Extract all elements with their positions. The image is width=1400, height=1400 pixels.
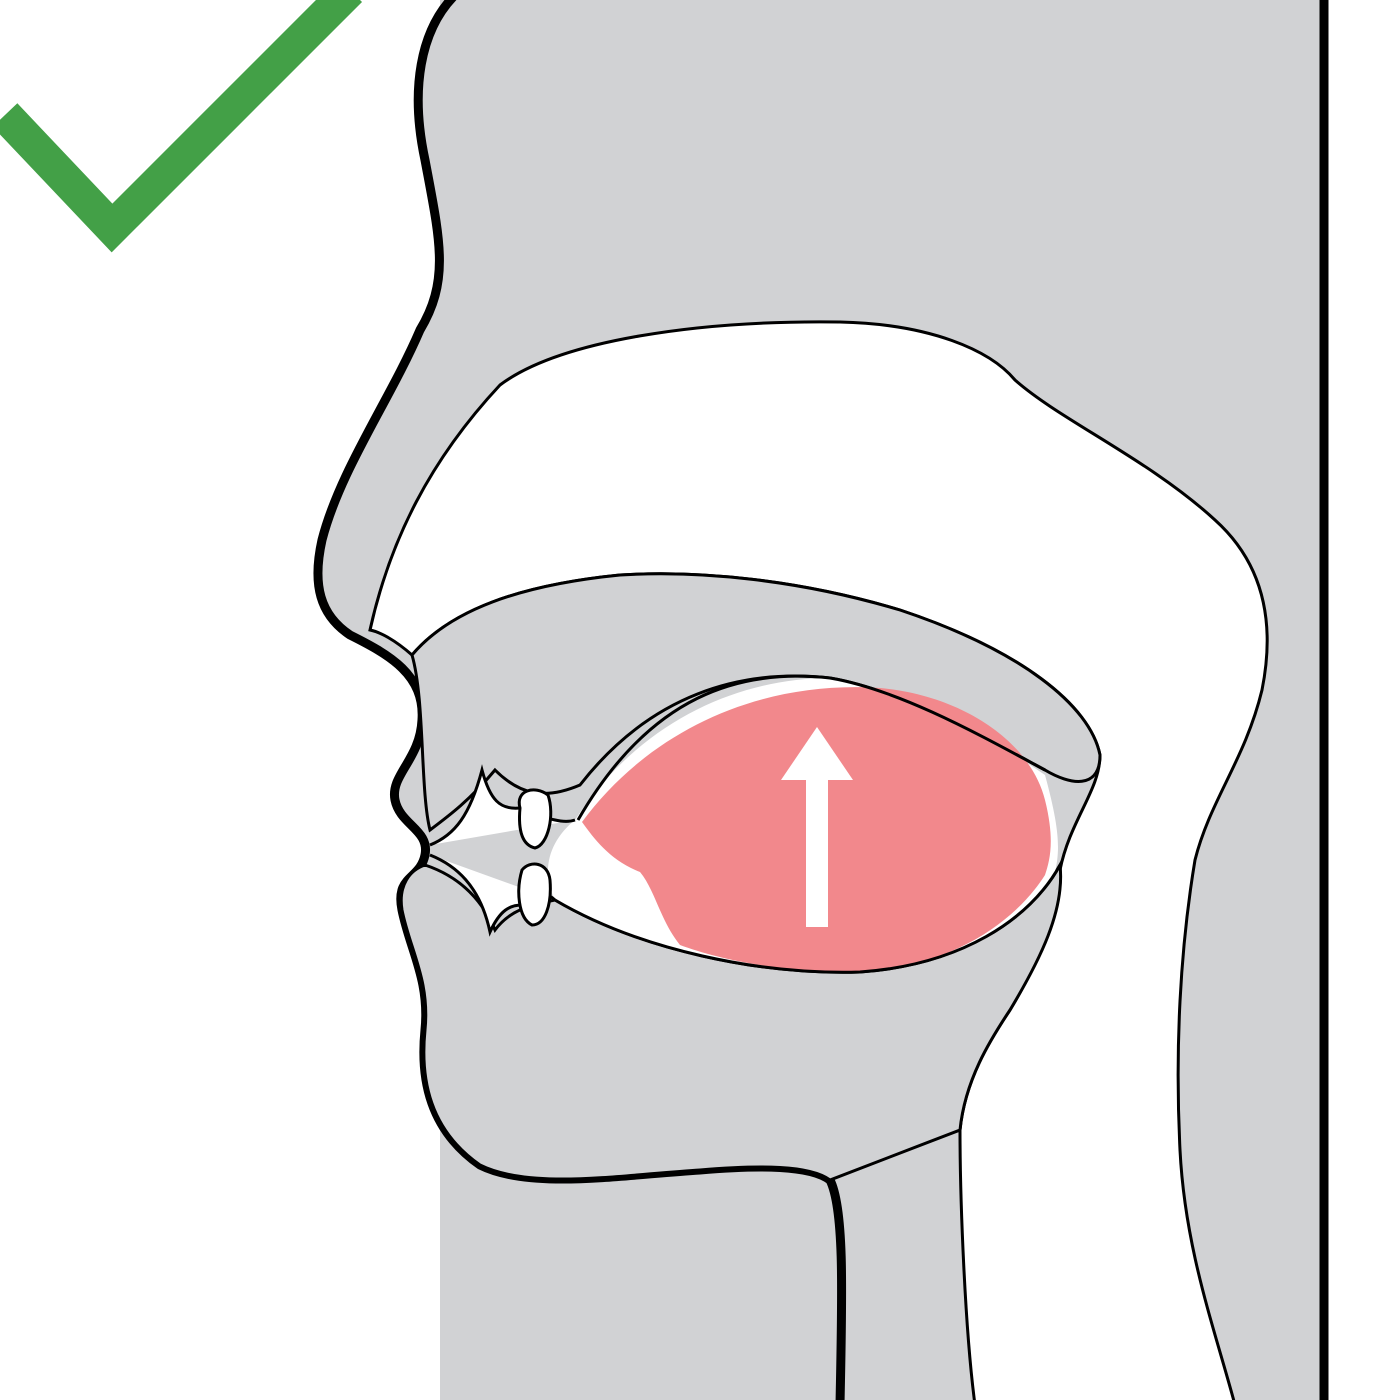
lips-line-lower (554, 864, 1062, 974)
check-mark-icon (0, 0, 363, 253)
lower-tooth (517, 862, 552, 927)
lips-line-upper (576, 674, 1046, 821)
arrow-up-icon (781, 727, 853, 927)
upper-tooth (517, 788, 553, 850)
